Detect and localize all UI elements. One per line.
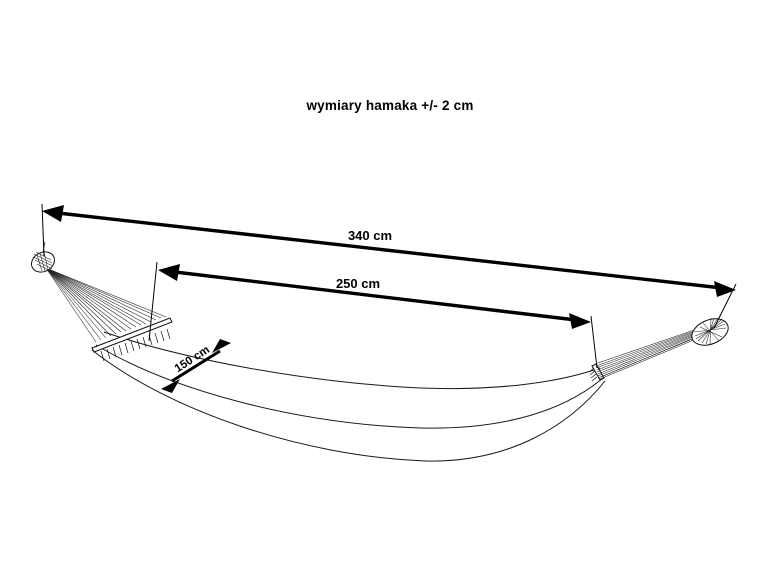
hammock-bed-bottom-edge	[91, 349, 606, 462]
extension-line-left-340	[41, 203, 45, 257]
arrow-head-left-250	[158, 264, 180, 281]
left-spreader-bar	[91, 317, 173, 353]
left-knot-winding	[32, 251, 54, 272]
left-end-assembly	[31, 241, 173, 362]
arrow-head-right-250	[569, 313, 591, 329]
extension-line-right-250	[590, 315, 598, 369]
arrow-head-right-340	[714, 281, 736, 297]
left-cord-fan	[45, 267, 167, 343]
right-cord-fan	[594, 327, 702, 380]
hammock-illustration	[31, 241, 729, 462]
dimension-line-150	[171, 349, 221, 383]
dimension-line-340	[57, 211, 723, 290]
diagram-title: wymiary hamaka +/- 2 cm	[305, 98, 473, 113]
dimension-line-250	[174, 270, 577, 322]
dimension-label-250: 250 cm	[336, 276, 380, 291]
dimension-bed-length: 250 cm	[148, 261, 598, 369]
hammock-bed-top-edge	[103, 331, 601, 390]
right-spreader-bar	[591, 363, 605, 381]
arrow-head-upper-150	[212, 339, 231, 353]
arrow-head-lower-150	[161, 379, 180, 393]
right-bar-cord-stubs	[588, 367, 598, 382]
extension-line-left-250	[148, 261, 158, 342]
right-end-assembly	[588, 307, 729, 382]
arrow-head-left-340	[42, 205, 64, 222]
dimension-label-340: 340 cm	[348, 228, 392, 243]
right-knot-winding	[693, 317, 727, 345]
left-bar-cord-stubs	[100, 328, 171, 362]
dimension-total-length: 340 cm	[41, 203, 737, 329]
dimension-bed-width: 150 cm	[161, 339, 231, 393]
